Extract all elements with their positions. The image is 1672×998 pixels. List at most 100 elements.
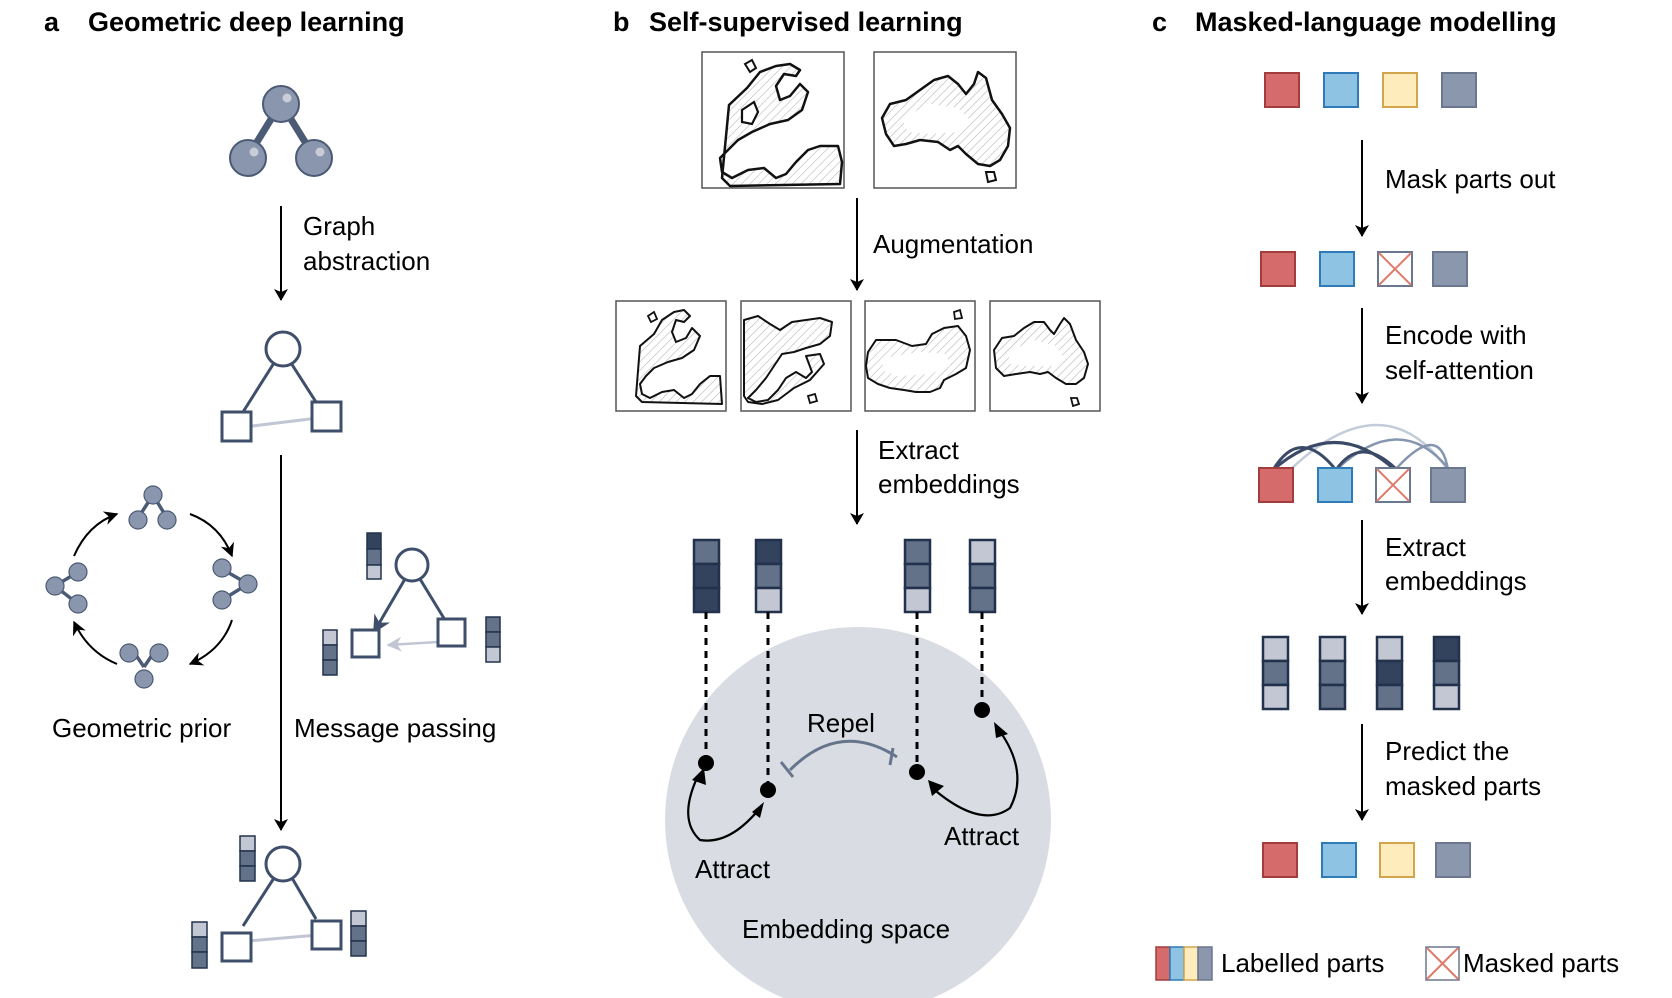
embedding-vector (322, 629, 338, 676)
mlm-embeddings (1261, 635, 1461, 711)
repel-bar (888, 747, 895, 766)
embedding-cell-mid (1261, 659, 1290, 687)
token-red (1264, 72, 1300, 108)
embedding-cell-light (903, 586, 932, 614)
embedding-point (974, 702, 990, 718)
masked-token (1375, 467, 1411, 503)
legend-masked-label: Masked parts (1463, 948, 1619, 978)
token-gray (1435, 842, 1471, 878)
embedding-vector (692, 538, 721, 614)
embedding-cell-light (754, 586, 783, 614)
embedded-graph-icon (191, 835, 367, 969)
attract-label-left: Attract (695, 854, 771, 884)
embedding-cell-mid (1318, 659, 1347, 687)
token-red (1260, 251, 1296, 287)
panel-b-title: Self-supervised learning (649, 7, 963, 37)
augmented-europe-map-icon (740, 300, 852, 412)
embedding-vector (366, 532, 382, 580)
embedding-vector (754, 538, 783, 614)
embedding-cell-mid (1318, 683, 1347, 711)
cycle-arrow (188, 619, 233, 666)
embedding-cell-dark (754, 538, 783, 566)
embedding-cell-mid (903, 538, 932, 566)
geometric-prior-label: Geometric prior (52, 713, 231, 743)
extract-label-line2: embeddings (1385, 566, 1527, 596)
message-passing-graph (322, 532, 501, 676)
cycle-arrow (73, 511, 119, 557)
augmentation-label: Augmentation (873, 229, 1033, 259)
self-attention-arcs (1271, 423, 1450, 472)
embedding-cell-mid (1432, 659, 1461, 687)
embedding-cell-mid (903, 562, 932, 590)
token-gray (1441, 72, 1477, 108)
encode-label-line2: self-attention (1385, 355, 1534, 385)
embedding-cell-light (1261, 635, 1290, 663)
repel-bar (779, 761, 795, 778)
embedding-vector (968, 538, 997, 614)
token-gray (1430, 467, 1466, 503)
molecule-icon (229, 85, 333, 177)
embedding-space (665, 627, 1051, 998)
extract-embeddings-label-line1: Extract (878, 435, 960, 465)
token-blue (1323, 72, 1359, 108)
output-tokens (1262, 842, 1471, 878)
panel-a-title: Geometric deep learning (88, 7, 405, 37)
embedding-point (698, 755, 714, 771)
token-blue (1317, 467, 1353, 503)
attract-label-right: Attract (944, 821, 1020, 851)
embedding-cell-light (1261, 683, 1290, 711)
token-yellow (1379, 842, 1415, 878)
masked-token (1377, 251, 1413, 287)
extract-embeddings-label-line2: embeddings (878, 469, 1020, 499)
embedding-cell-mid (1375, 683, 1404, 711)
embedding-cell-light (1432, 683, 1461, 711)
embedding-cell-dark (692, 586, 721, 614)
embedding-vector (350, 910, 367, 957)
attract-arrow (687, 777, 761, 842)
molecule-icon (45, 562, 88, 614)
embedding-cell-dark (1432, 635, 1461, 663)
embedding-cell-mid (692, 538, 721, 566)
panel-c: c Masked-language modelling Mask parts o… (1152, 7, 1619, 981)
predict-label-line1: Predict the (1385, 736, 1509, 766)
token-red (1258, 467, 1294, 503)
panel-c-title: Masked-language modelling (1195, 7, 1557, 37)
token-blue (1321, 842, 1357, 878)
token-blue (1319, 251, 1355, 287)
europe-map-icon (701, 51, 845, 189)
embedding-cell-light (968, 538, 997, 566)
encode-label-line1: Encode with (1385, 320, 1527, 350)
panel-b-letter: b (613, 7, 630, 37)
embedding-vector (239, 835, 256, 882)
message-passing-label: Message passing (294, 713, 496, 743)
embedding-cell-mid (968, 562, 997, 590)
legend-masked-swatch (1425, 946, 1460, 981)
molecule-icon (212, 558, 258, 610)
embedding-cell-mid (754, 562, 783, 590)
australia-map-icon (873, 51, 1017, 189)
graph-abstraction-label-line2: abstraction (303, 246, 430, 276)
masked-tokens (1260, 251, 1468, 287)
repel-label: Repel (807, 708, 875, 738)
panel-a: a Geometric deep learning Graph abstract… (44, 7, 501, 969)
augmented-europe-map-icon (615, 300, 727, 412)
attract-arrow (929, 725, 1019, 817)
ssl-embeddings (692, 538, 997, 614)
attention-tokens (1258, 467, 1466, 503)
embedding-space-label: Embedding space (742, 914, 950, 944)
input-tokens (1264, 72, 1477, 108)
legend-labelled-swatch (1155, 946, 1213, 981)
cycle-arrow (189, 513, 234, 558)
cycle-arrow (72, 620, 118, 665)
embedding-vector (1375, 635, 1404, 711)
panel-a-letter: a (44, 7, 60, 37)
augmented-australia-map-icon (989, 300, 1101, 412)
geometric-prior-cycle (45, 485, 258, 689)
embedding-cell-dark (1375, 659, 1404, 687)
predict-label-line2: masked parts (1385, 771, 1541, 801)
repel-arc (788, 739, 898, 772)
molecule-icon (119, 643, 169, 689)
token-red (1262, 842, 1298, 878)
molecule-icon (128, 485, 177, 530)
